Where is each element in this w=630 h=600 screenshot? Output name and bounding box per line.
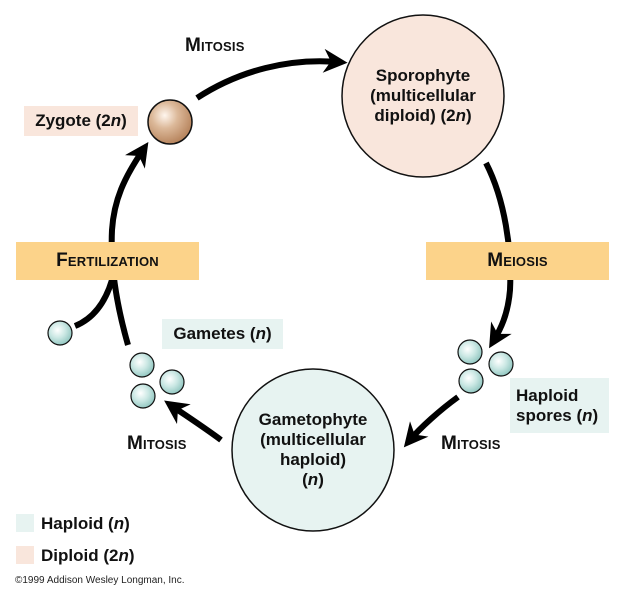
gametophyte-line2: (multicellular (260, 430, 366, 449)
gamete-cell (130, 383, 156, 409)
zygote-label-post: ) (121, 111, 127, 130)
mitosis-label-top: Mitosis (185, 35, 245, 56)
legend-diploid-post: ) (128, 546, 135, 565)
gamete-cell (159, 369, 185, 395)
zygote-label: Zygote (2n) (35, 111, 127, 131)
legend-diploid-var: n (118, 546, 129, 565)
spores-line2: spores (n) (516, 406, 598, 426)
gametes-label-box: Gametes (n) (162, 319, 283, 349)
gamete-cell (129, 352, 155, 378)
meiosis-label: Meiosis (487, 250, 548, 271)
legend-swatch-haploid (16, 514, 34, 532)
spores-line2-post: ) (592, 405, 599, 425)
zygote-cell (147, 99, 193, 145)
gamete-cell (47, 320, 73, 346)
spore-cell (458, 368, 484, 394)
zygote-label-var: n (110, 111, 122, 130)
gametophyte-line1: Gametophyte (258, 410, 368, 429)
arrow-mitosis-top (195, 48, 348, 101)
spores-label-box: Haploid spores (n) (510, 378, 609, 433)
gametes-label-var: n (255, 324, 266, 343)
zygote-label-box: Zygote (2n) (24, 106, 138, 136)
arrow-mitosis-left (164, 400, 223, 443)
gametophyte-label: Gametophyte (multicellular haploid) (n) (233, 410, 393, 490)
legend-haploid-post: ) (124, 514, 130, 533)
gametophyte-circle (231, 368, 395, 532)
copyright-notice: ©1999 Addison Wesley Longman, Inc. (15, 575, 185, 586)
zygote-label-pre: Zygote (2 (35, 111, 111, 130)
arrow-fertilization (108, 142, 149, 346)
arrow-mitosis-right (403, 394, 460, 448)
gametes-label-post: ) (265, 324, 272, 343)
legend-haploid-pre: Haploid ( (41, 514, 114, 533)
gamete-join-line (73, 279, 115, 329)
sporophyte-line3-pre: diploid) (2 (374, 106, 456, 125)
mitosis-label-right: Mitosis (441, 433, 501, 454)
sporophyte-circle (341, 14, 505, 178)
gametes-label-pre: Gametes ( (173, 324, 256, 343)
fertilization-box: Fertilization (16, 242, 199, 280)
sporophyte-line3-post: ) (465, 106, 472, 125)
sporophyte-line1: Sporophyte (375, 66, 471, 85)
sporophyte-line2: (multicellular (370, 86, 476, 105)
spore-cell (488, 351, 514, 377)
gametophyte-line4-pre: ( (302, 470, 308, 489)
gametophyte-line4: (n) (233, 470, 393, 490)
meiosis-box: Meiosis (426, 242, 609, 280)
mitosis-label-left: Mitosis (127, 433, 187, 454)
legend-haploid-label: Haploid (n) (41, 514, 130, 534)
spores-line2-var: n (582, 405, 593, 425)
gametes-label: Gametes (n) (173, 324, 271, 344)
sporophyte-line3-var: n (455, 106, 466, 125)
fertilization-label: Fertilization (56, 250, 159, 271)
spores-line1: Haploid (516, 385, 579, 405)
spores-line2-pre: spores ( (516, 405, 583, 425)
spores-label: Haploid spores (n) (510, 386, 598, 426)
legend-diploid-pre: Diploid (2 (41, 546, 119, 565)
sporophyte-line3: diploid) (2n) (343, 106, 503, 126)
spore-cell (457, 339, 483, 365)
legend-swatch-diploid (16, 546, 34, 564)
gametophyte-line4-post: ) (318, 470, 324, 489)
legend-diploid-label: Diploid (2n) (41, 546, 135, 566)
sporophyte-label: Sporophyte (multicellular diploid) (2n) (343, 66, 503, 126)
gametophyte-line3: haploid) (279, 450, 347, 469)
gametophyte-line4-var: n (307, 470, 319, 489)
legend-haploid-var: n (113, 514, 125, 533)
